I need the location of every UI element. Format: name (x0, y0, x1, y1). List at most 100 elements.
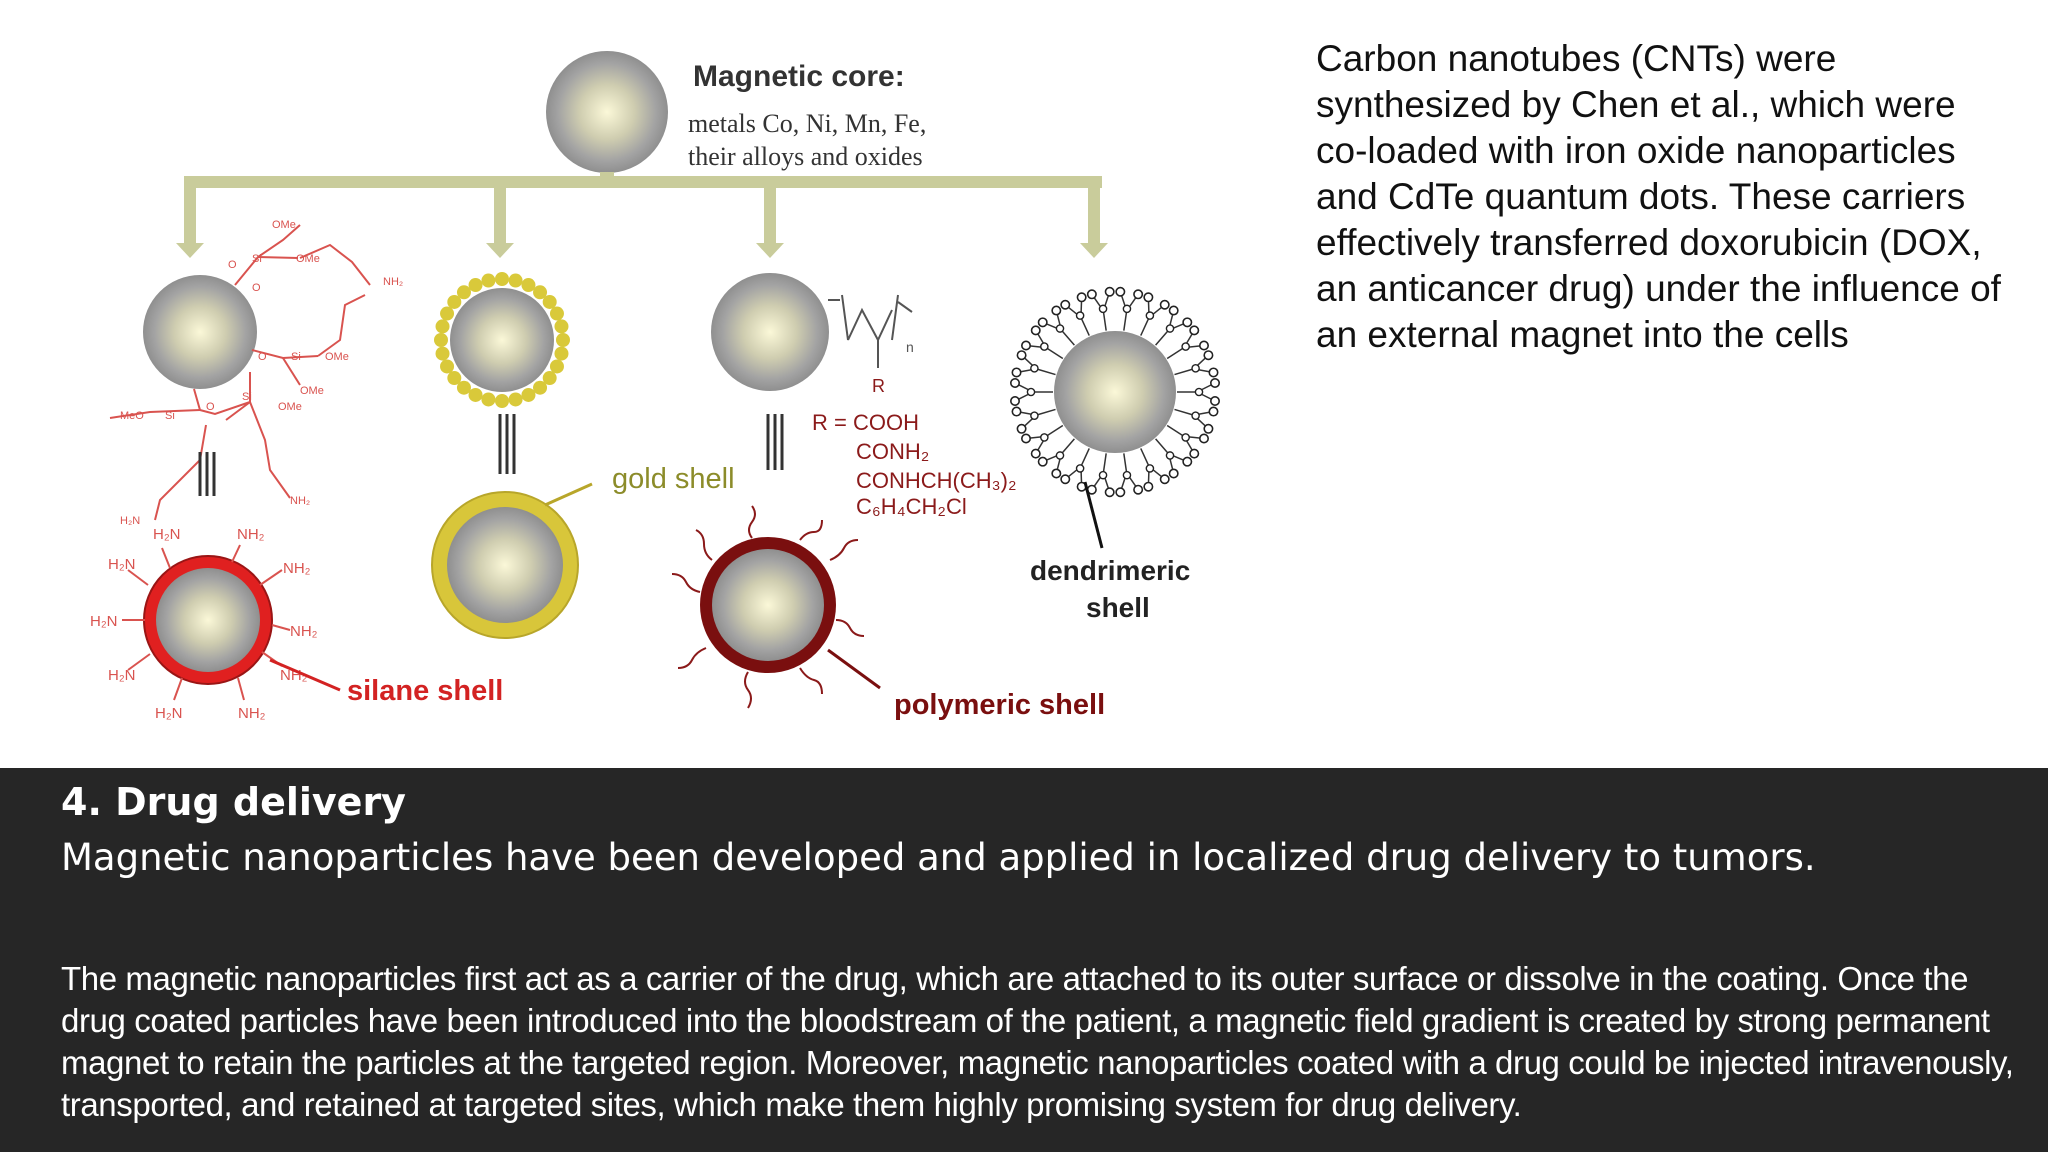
dendrimer-node (1098, 470, 1108, 480)
gold-nanoparticle-dot (521, 387, 536, 402)
dendrimer-end-group (1060, 299, 1071, 310)
dendrimer-end-group (1011, 406, 1022, 417)
polymer-repeat-unit (828, 294, 913, 343)
section-body: The magnetic nanoparticles first act as … (61, 960, 2014, 1123)
gold-nanoparticle-dot (521, 278, 536, 293)
dendrimer-branch-stem (1166, 424, 1185, 437)
section-title: 4. Drug delivery (61, 780, 406, 824)
dendrimer-node (1055, 324, 1065, 333)
gold-nanoparticle-dot (447, 371, 462, 386)
dendrimer-end-group (1115, 487, 1126, 498)
dendrimer-node (1030, 411, 1039, 420)
gold-nanoparticle-dot (435, 346, 450, 361)
gold-nanoparticle-dot (554, 319, 569, 334)
gold-nanoparticle-dot (533, 285, 548, 300)
silane-meo: MeO (120, 410, 144, 422)
dendrimer-end-group (1203, 350, 1214, 361)
polymer-core-particle (711, 273, 829, 391)
silane-nh2-7: NH₂ (238, 705, 266, 722)
dendrimer-end-group (1143, 292, 1154, 303)
dendrimer-branch-stem (1166, 347, 1185, 360)
dendrimer-node (1191, 364, 1200, 373)
dendrimer-branch-stem (1080, 317, 1090, 336)
dendrimer-node (1191, 411, 1200, 420)
silane-coated-particle (156, 568, 260, 672)
gold-nanoparticle-dot (456, 285, 471, 300)
silane-o-1: O (228, 259, 237, 271)
dendrimer-end-group (1016, 423, 1027, 434)
dendrimer-node (1122, 304, 1132, 314)
silane-core-particle (143, 275, 257, 389)
dendrimer-node (1098, 304, 1108, 314)
gold-nanoparticle-dot (549, 306, 564, 321)
silane-o-2: O (252, 282, 261, 294)
dendrimer-end-group (1189, 325, 1200, 336)
silane-shell-label: silane shell (347, 675, 503, 707)
dendrimer-end-group (1159, 474, 1170, 485)
dendrimer-branch-stem (1123, 453, 1128, 474)
nanoparticle-diagram-svg: Magnetic core: metals Co, Ni, Mn, Fe, th… (90, 51, 1221, 722)
gold-nanoparticle-dot (481, 392, 496, 407)
gold-nanoparticle-dot (533, 380, 548, 395)
silane-si-3: Si (242, 391, 252, 403)
silane-ome-3: OMe (325, 351, 349, 363)
dendrimer-end-group (1168, 468, 1179, 479)
dendrimer-end-group (1104, 487, 1115, 498)
silane-nh2-3: NH₂ (237, 526, 265, 543)
gold-nanoparticle-dot (542, 294, 557, 309)
dendrimer-end-group (1011, 367, 1022, 378)
silane-nh2-6: NH₂ (280, 667, 308, 684)
silane-ome-1: OMe (272, 219, 296, 231)
dendrimer-end-group (1203, 423, 1214, 434)
dendrimer-branch-stem (1045, 424, 1064, 437)
silane-h2n-4: H₂N (108, 667, 136, 684)
dendrimer-end-group (1009, 395, 1020, 406)
dendrimer-node (1075, 311, 1085, 320)
dendrimer-end-group (1021, 433, 1032, 444)
polymer-r-conh2: CONH₂ (856, 439, 929, 464)
polymer-shell-label: polymeric shell (894, 689, 1105, 721)
dendrimer-end-group (1159, 299, 1170, 310)
silane-nh2-4: NH₂ (283, 560, 311, 577)
gold-nanoparticle-dot (468, 387, 483, 402)
gold-nanoparticle-dot (508, 273, 523, 288)
silane-h2n-5: H₂N (155, 705, 183, 722)
gold-nanoparticle-dot (447, 294, 462, 309)
silane-ome-4: OMe (300, 385, 324, 397)
equals-sign-1 (198, 452, 216, 496)
dendrimer-node (1040, 433, 1049, 442)
dendrimer-end-group (1009, 377, 1020, 388)
dendrimer-end-group (1086, 289, 1097, 300)
dendrimer-branch-stem (1060, 329, 1075, 346)
silane-ome-2: OMe (296, 253, 320, 265)
dendrimer-branch-stem (1102, 453, 1107, 474)
connector-arrows (176, 172, 1108, 258)
polymer-coated-particle (712, 549, 824, 661)
equals-sign-2 (498, 414, 516, 474)
dendrimer-node (1181, 433, 1190, 442)
dendrimer-node (1145, 311, 1155, 320)
dendrimer-branch-stem (1174, 408, 1194, 416)
silane-nh2-2: NH₂ (290, 495, 310, 507)
polymer-r-conhch: CONHCH(CH₃)₂ (856, 468, 1016, 493)
dendrimer-node (1075, 464, 1085, 473)
dendrimer-end-group (1198, 340, 1209, 351)
dendrimer-end-group (1168, 305, 1179, 316)
dendrimer-end-group (1182, 456, 1193, 467)
dendrimer-label-line1: dendrimeric (1030, 555, 1190, 586)
gold-nanoparticle-ring (434, 272, 570, 408)
dendrimer-branch-stem (1155, 329, 1170, 346)
silane-si-1: Si (252, 253, 262, 265)
dendrimer-end-group (1051, 468, 1062, 479)
dendrimer-branch-stem (1036, 368, 1056, 376)
polymer-n-label: n (906, 339, 914, 355)
dendrimer-branch-stem (1140, 448, 1150, 467)
dendrimer-end-group (1104, 286, 1115, 297)
gold-nanoparticle-dot (556, 333, 570, 347)
dendrimer-branch-stem (1080, 448, 1090, 467)
dendrimer-branch: dendrimeric shell (1009, 286, 1221, 623)
dendrimer-end-group (1030, 325, 1041, 336)
gold-nanoparticle-dot (508, 392, 523, 407)
dendrimer-end-group (1021, 340, 1032, 351)
dendrimer-end-group (1133, 484, 1144, 495)
